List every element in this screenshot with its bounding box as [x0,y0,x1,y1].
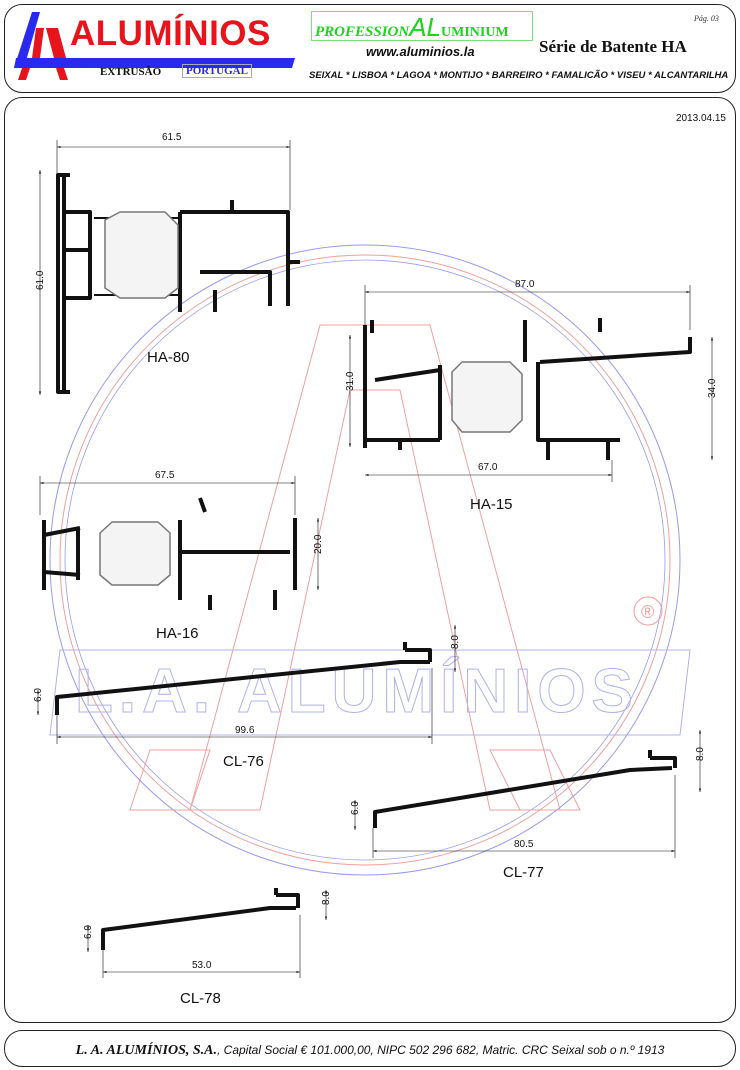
cl77-label: CL-77 [503,864,544,881]
ha16-label: HA-16 [156,625,199,642]
profession-uminium: UMINIUM [441,25,509,40]
ha15-left-height: 31.0 [345,371,356,391]
profile-cl78 [101,888,300,950]
ha15-right-height: 34.0 [707,378,718,398]
cl78-left-height: 6.0 [83,925,94,939]
profession-text: PROFESSION [315,24,410,40]
profile-shapes [42,173,692,950]
cl78-label: CL-78 [180,990,221,1007]
extrusao-label: EXTRUSÃO [100,66,162,78]
cl76-right-height: 8.0 [450,635,461,649]
technical-drawing: ® L.A. ALUMÍNIOS [33,132,718,1007]
footer-frame [4,1030,736,1067]
ha15-bottom-width: 67.0 [478,462,498,473]
cl78-right-height: 8.0 [321,891,332,905]
ha16-height: 20.0 [313,534,324,554]
website-link[interactable]: www.aluminios.la [366,44,475,59]
series-title: Série de Batente HA [539,37,687,56]
ha80-label: HA-80 [147,349,190,366]
registered-mark: ® [641,602,654,622]
footer-text: L. A. ALUMÍNIOS, S.A., Capital Social € … [0,1043,740,1059]
cl77-left-height: 6.0 [350,801,361,815]
profession-al: AL [409,12,442,42]
footer-company: L. A. ALUMÍNIOS, S.A. [75,1043,217,1058]
cl77-right-height: 8.0 [695,747,706,761]
date-stamp: 2013.04.15 [675,113,726,124]
profile-cl76 [55,642,432,715]
logo-text: ALUMÍNIOS [70,14,271,53]
profile-ha15 [363,318,692,460]
ha15-width: 87.0 [515,279,535,290]
ha80-height: 61.0 [35,270,46,290]
logo-graphic [14,12,295,80]
portugal-label: PORTUGAL [182,64,252,78]
profile-ha16 [42,497,297,610]
profile-ha80 [56,173,300,394]
ha16-width: 67.5 [155,470,175,481]
ha80-width: 61.5 [162,132,182,143]
header-frame [4,4,736,93]
footer-details: , Capital Social € 101.000,00, NIPC 502 … [217,1043,665,1057]
profession-aluminium-logo: PROFESSIONALUMINIUM [311,11,533,42]
cl77-width: 80.5 [514,839,534,850]
cl76-label: CL-76 [223,753,264,770]
cities-list: SEIXAL * LISBOA * LAGOA * MONTIJO * BARR… [309,70,729,81]
profile-cl77 [373,750,677,828]
ha15-label: HA-15 [470,496,513,513]
page-number: Pág. 03 [694,14,719,23]
cl78-width: 53.0 [192,960,212,971]
cl76-width: 99.6 [235,725,255,736]
dimension-lines [36,140,714,978]
cl76-left-height: 6.0 [33,688,44,702]
